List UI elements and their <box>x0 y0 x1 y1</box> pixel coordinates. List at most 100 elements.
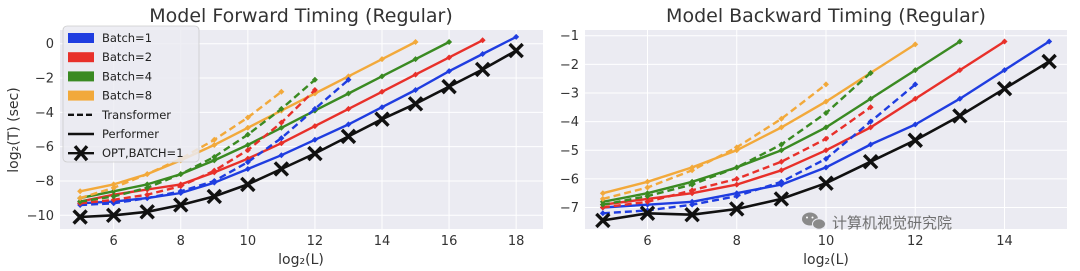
diamond-marker <box>778 141 785 148</box>
y-tick-label: −6 <box>560 172 579 187</box>
legend-label: Batch=2 <box>102 50 152 64</box>
x-marker <box>340 128 357 145</box>
diamond-marker <box>733 164 740 171</box>
x-marker <box>684 206 700 223</box>
diamond-marker <box>513 33 520 40</box>
x-marker-stroke <box>818 175 834 191</box>
diamond-marker <box>110 200 117 207</box>
diamond-marker <box>689 181 696 188</box>
x-marker <box>996 80 1013 97</box>
x-marker-stroke <box>684 206 700 223</box>
series-line <box>602 43 916 195</box>
y-tick-label: −2 <box>560 58 579 73</box>
diamond-marker <box>823 98 829 105</box>
diamond-marker <box>778 178 785 185</box>
series-transformer-batch-8 <box>599 81 829 202</box>
diamond-marker <box>1046 38 1053 45</box>
backward-gridlines <box>585 30 1067 229</box>
diamond-marker <box>278 105 285 112</box>
diamond-marker <box>689 187 696 194</box>
diamond-marker <box>244 114 251 121</box>
diamond-marker <box>278 140 285 147</box>
diamond-marker <box>599 201 606 208</box>
x-marker-stroke <box>139 204 155 220</box>
diamond-marker <box>311 87 318 94</box>
diamond-marker <box>912 67 919 74</box>
diamond-marker <box>446 68 453 75</box>
diamond-marker <box>177 171 184 178</box>
x-marker-stroke <box>862 154 879 170</box>
series-opt-opt-batch-1 <box>72 42 524 225</box>
x-marker <box>273 161 290 177</box>
diamond-marker <box>278 152 285 159</box>
diamond-marker <box>733 175 740 182</box>
diamond-marker <box>311 136 318 143</box>
forward-x-axis-label: log₂(L) <box>278 252 324 268</box>
x-marker-stroke <box>639 205 656 221</box>
diamond-marker <box>823 135 829 142</box>
legend-item: Batch=8 <box>68 89 152 103</box>
diamond-marker <box>823 124 829 131</box>
diamond-marker <box>379 56 385 63</box>
diamond-marker <box>110 188 117 195</box>
x-marker-stroke <box>72 209 88 225</box>
x-marker <box>773 191 790 207</box>
legend-label: OPT,BATCH=1 <box>102 146 184 160</box>
diamond-marker <box>867 95 874 102</box>
watermark-text: 计算机视觉研究院 <box>832 214 952 232</box>
diamond-marker <box>823 164 829 171</box>
diamond-marker <box>689 167 696 174</box>
x-marker <box>407 96 424 112</box>
x-marker <box>206 188 222 205</box>
diamond-marker <box>912 41 919 48</box>
diamond-marker <box>345 121 352 128</box>
y-tick-label: −2 <box>35 72 54 87</box>
diamond-marker <box>244 131 251 138</box>
y-tick-label: −6 <box>35 140 54 155</box>
diamond-marker <box>733 181 740 188</box>
series-opt-opt-batch-1 <box>595 53 1057 229</box>
legend-cross <box>73 145 89 162</box>
x-marker <box>595 212 611 229</box>
x-marker-stroke <box>1041 53 1057 70</box>
x-marker <box>441 78 457 95</box>
y-tick-label: −10 <box>27 209 54 224</box>
y-tick-label: −1 <box>560 29 579 44</box>
x-marker <box>374 111 390 127</box>
x-marker <box>105 207 122 223</box>
diamond-marker <box>412 71 419 78</box>
forward-series <box>72 33 524 225</box>
x-marker-stroke <box>952 108 968 124</box>
diamond-marker <box>278 135 285 142</box>
x-marker <box>639 205 656 221</box>
x-marker-stroke <box>508 42 524 59</box>
diamond-marker <box>211 157 218 164</box>
diamond-marker <box>912 81 919 88</box>
y-tick-label: −7 <box>560 201 579 216</box>
legend-swatch <box>68 71 94 82</box>
x-marker <box>729 201 745 217</box>
legend-box <box>62 25 200 163</box>
x-tick-label: 6 <box>110 234 118 249</box>
x-marker-stroke <box>374 111 390 127</box>
diamond-marker <box>823 110 829 117</box>
legend-label: Batch=4 <box>102 69 152 83</box>
x-marker-stroke <box>907 132 923 148</box>
legend-item: OPT,BATCH=1 <box>68 145 184 162</box>
legend-label: Transformer <box>101 108 171 122</box>
diamond-marker <box>644 198 651 205</box>
diamond-marker <box>956 38 963 45</box>
x-marker <box>307 145 323 162</box>
diamond-marker <box>867 118 874 125</box>
diamond-marker <box>778 167 785 174</box>
watermark: 计算机视觉研究院 <box>802 212 952 232</box>
series-line <box>602 83 917 215</box>
diamond-marker <box>778 115 785 122</box>
diamond-marker <box>110 181 117 188</box>
diamond-marker <box>1001 38 1008 45</box>
x-marker-stroke <box>441 78 457 95</box>
x-marker-stroke <box>206 188 222 205</box>
x-marker-stroke <box>595 212 611 229</box>
x-tick-label: 8 <box>177 234 185 249</box>
